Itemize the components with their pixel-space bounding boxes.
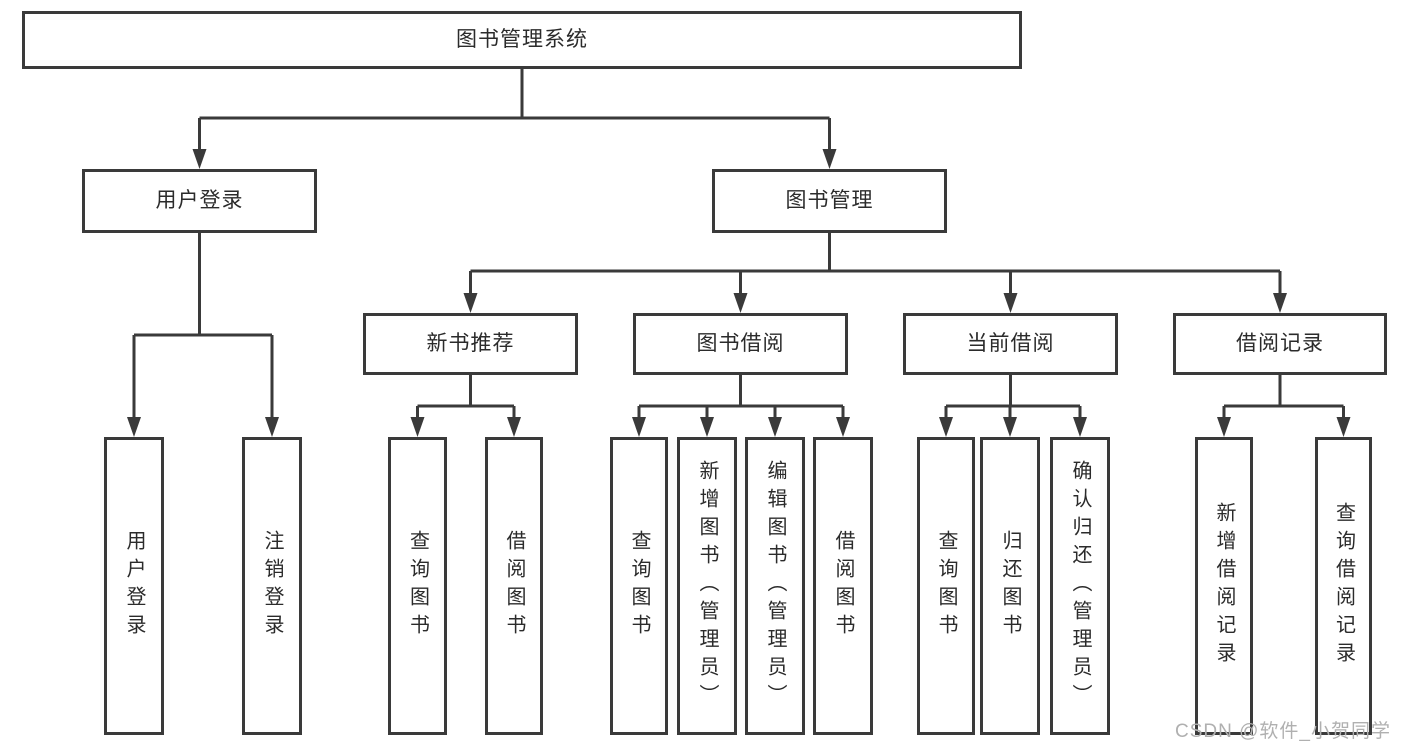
node-current-borrowing: 当前借阅 [903,313,1118,375]
node-system-root: 图书管理系统 [22,11,1022,69]
node-book-management: 图书管理 [712,169,947,233]
csdn-watermark: CSDN @软件_小贺同学 [1175,721,1391,742]
node-user-login: 用户登录 [82,169,317,233]
node-borrowing-records: 借阅记录 [1173,313,1387,375]
leaf-current-confirm-return-admin: 确认归还（管理员） [1050,437,1110,735]
node-book-borrowing: 图书借阅 [633,313,848,375]
leaf-borrowing-borrow-books: 借阅图书 [813,437,873,735]
leaf-records-query-borrow-record: 查询借阅记录 [1315,437,1372,735]
leaf-records-add-borrow-record: 新增借阅记录 [1195,437,1253,735]
leaf-current-query-books: 查询图书 [917,437,975,735]
leaf-borrowing-edit-books-admin: 编辑图书（管理员） [745,437,805,735]
leaf-borrowing-add-books-admin: 新增图书（管理员） [677,437,737,735]
leaf-recommend-query-books: 查询图书 [388,437,447,735]
leaf-recommend-borrow-books: 借阅图书 [485,437,543,735]
leaf-borrowing-query-books: 查询图书 [610,437,668,735]
leaf-logout: 注销登录 [242,437,302,735]
node-new-book-recommend: 新书推荐 [363,313,578,375]
leaf-current-return-books: 归还图书 [980,437,1040,735]
leaf-user-login: 用户登录 [104,437,164,735]
arrowheads [127,149,1351,437]
